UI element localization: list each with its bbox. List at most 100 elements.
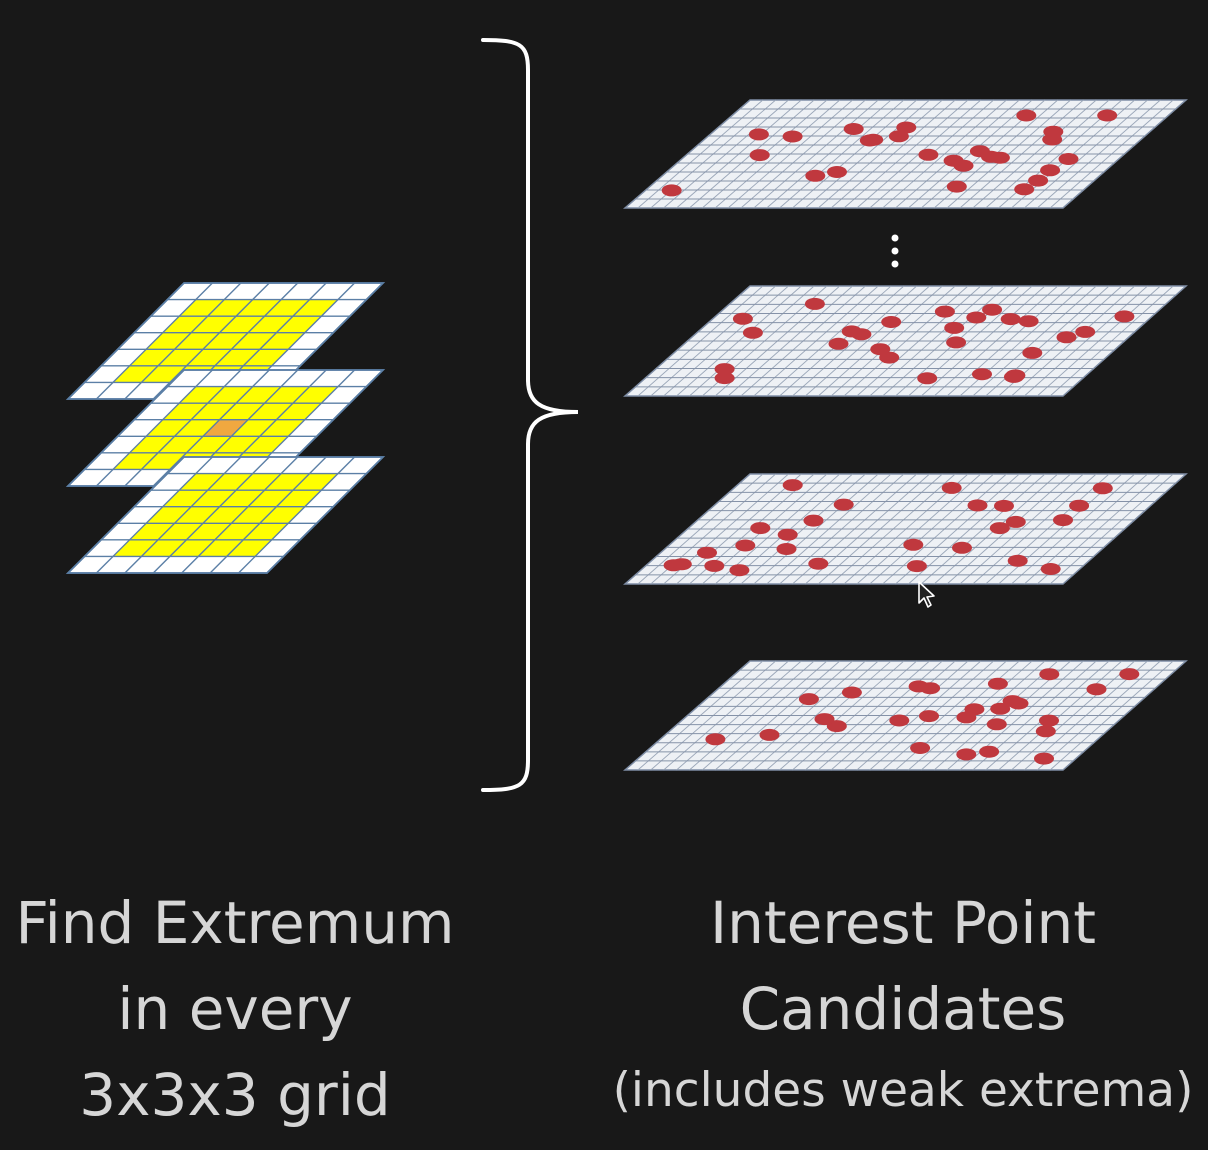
interest-point-layers <box>622 99 1188 771</box>
neighborhood-cell <box>162 490 208 507</box>
interest-point <box>910 742 931 754</box>
neighborhood-cell <box>231 332 277 350</box>
interest-point <box>870 343 891 356</box>
interest-point <box>881 316 902 328</box>
interest-point-layer <box>622 99 1188 209</box>
neighborhood-cell <box>259 332 305 350</box>
interest-point <box>742 326 763 339</box>
mouse-pointer-icon <box>918 581 935 608</box>
left-caption-line-2: in every <box>117 975 353 1043</box>
interest-point <box>982 303 1003 316</box>
neighborhood-cell <box>129 436 175 453</box>
interest-point <box>1069 499 1090 512</box>
interest-point <box>841 325 862 338</box>
neighborhood-grid-layer <box>65 369 386 487</box>
neighborhood-cell <box>236 386 282 404</box>
interest-point <box>750 522 771 535</box>
neighborhood-cell <box>162 316 208 333</box>
neighborhood-cell <box>226 539 272 557</box>
interest-point <box>714 363 735 376</box>
interest-point <box>979 745 1000 758</box>
neighborhood-cell <box>264 473 310 491</box>
interest-point <box>704 559 725 572</box>
neighborhood-cell <box>186 349 232 366</box>
interest-point <box>1014 183 1035 196</box>
interest-point <box>749 149 770 162</box>
interest-point-layer <box>623 473 1188 585</box>
interest-point <box>1119 668 1140 681</box>
interest-point-layer <box>622 660 1188 771</box>
interest-point <box>798 693 819 706</box>
interest-point <box>1053 514 1073 527</box>
interest-point <box>1034 752 1054 765</box>
interest-point <box>1056 331 1077 344</box>
interest-point <box>1058 153 1079 165</box>
neighborhood-cell <box>219 490 265 507</box>
interest-point <box>729 564 750 577</box>
interest-point <box>661 184 682 197</box>
interest-point <box>697 546 717 559</box>
neighborhood-cell <box>259 506 305 524</box>
extremum-center-cell <box>203 419 248 437</box>
interest-point <box>859 134 880 147</box>
neighborhood-cell <box>243 436 289 453</box>
neighborhood-cell <box>243 523 289 540</box>
interest-point <box>705 733 726 746</box>
neighborhood-cell <box>264 386 310 404</box>
interest-point <box>1018 315 1039 328</box>
interest-point <box>1039 714 1059 727</box>
neighborhood-cell <box>248 490 293 507</box>
interest-point <box>1042 133 1063 146</box>
interest-point <box>1000 313 1021 326</box>
interest-point <box>994 499 1014 512</box>
neighborhood-cell <box>186 523 232 540</box>
interest-point <box>732 312 753 325</box>
interest-point <box>969 145 990 158</box>
vertical-ellipsis-icon <box>891 234 899 268</box>
interest-point <box>934 305 955 318</box>
neighborhood-cell <box>243 349 289 366</box>
interest-point <box>1114 310 1135 323</box>
interest-point <box>777 528 798 541</box>
interest-point <box>1097 109 1118 122</box>
interest-point <box>1008 697 1029 710</box>
left-caption-line-1: Find Extremum <box>15 889 455 957</box>
interest-point <box>1075 325 1096 338</box>
neighborhood-cell <box>191 490 237 507</box>
interest-point <box>956 748 977 761</box>
neighborhood-cell <box>113 365 158 383</box>
interest-point <box>903 538 924 551</box>
neighborhood-cell <box>207 473 253 491</box>
neighborhood-cell <box>141 365 187 383</box>
neighborhood-cell <box>179 473 225 491</box>
curly-brace <box>481 38 579 792</box>
interest-point <box>987 677 1008 690</box>
interest-point <box>896 121 917 134</box>
right-caption-line-1: Interest Point <box>710 889 1096 957</box>
neighborhood-cell <box>207 386 253 404</box>
left-caption-line-3: 3x3x3 grid <box>79 1061 391 1129</box>
interest-point <box>946 180 967 193</box>
neighborhood-cell <box>198 539 244 557</box>
interest-point <box>776 543 797 555</box>
interest-point-layer <box>623 285 1188 397</box>
neighborhood-cell <box>141 539 187 557</box>
interest-point <box>1035 725 1056 738</box>
neighborhood-cell <box>141 452 187 470</box>
interest-point <box>804 297 825 310</box>
neighborhood-cell <box>113 539 158 557</box>
neighborhood-cell <box>248 316 293 333</box>
neighborhood-cell <box>214 436 260 453</box>
neighborhood-cell <box>129 523 175 540</box>
neighborhood-cell <box>158 523 203 540</box>
neighborhood-cell <box>174 506 220 524</box>
neighborhood-grid-layer <box>65 456 386 574</box>
interest-point <box>917 372 938 385</box>
interest-point <box>803 514 824 527</box>
neighborhood-cell <box>248 403 293 420</box>
interest-point <box>735 539 756 552</box>
interest-point <box>964 703 985 716</box>
neighborhood-cell <box>146 419 192 437</box>
right-caption: Interest Point Candidates (includes weak… <box>598 880 1208 1126</box>
